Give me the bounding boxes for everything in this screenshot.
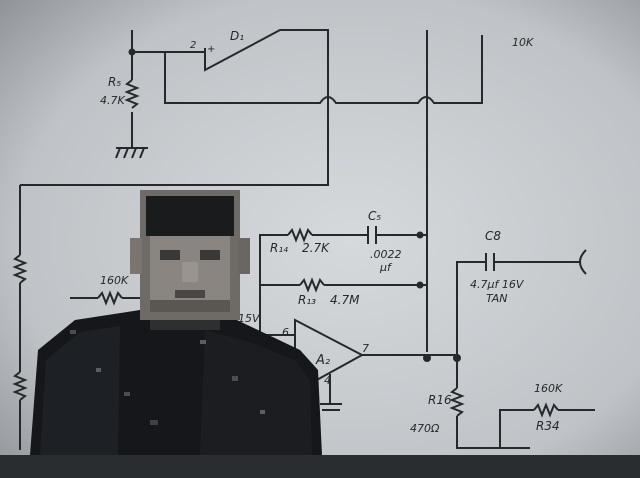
label-160k-left: 160K <box>100 274 129 287</box>
label-r14-value: 2.7K <box>302 241 330 255</box>
label-pin7: 7 <box>362 342 369 355</box>
label-r16: R16 <box>428 393 452 407</box>
label-pin6: 6 <box>282 326 289 339</box>
label-pin2: 2 <box>190 40 196 51</box>
label-r5: R₅ <box>108 75 121 89</box>
label-c5: C₅ <box>368 209 381 223</box>
label-c8-value: 4.7μf 16V <box>470 278 525 291</box>
desk-edge <box>0 455 640 478</box>
label-c8: C8 <box>485 229 501 243</box>
label-160k-right: 160K <box>534 382 563 395</box>
pixelated-person <box>30 190 322 455</box>
label-tan: TAN <box>486 292 507 305</box>
label-d1: D₁ <box>230 29 244 43</box>
label-r34: R34 <box>536 419 560 433</box>
label-15v: 15V <box>238 312 261 325</box>
label-c5-unit: μf <box>379 261 393 274</box>
label-10k: 10K <box>512 36 534 49</box>
label-pin4: 4 <box>324 374 331 387</box>
label-r16-value: 470Ω <box>410 422 440 435</box>
label-r13: R₁₃ <box>298 293 316 307</box>
schematic-wires <box>12 29 595 450</box>
schematic-labels: D₁ 2 + R₅ 4.7K 10K C₅ R₁₄ 2.7K .0022 μf … <box>100 29 563 435</box>
label-c5-value: .0022 <box>370 248 402 261</box>
label-r5-value: 4.7K <box>100 94 125 107</box>
label-a2: A₂ <box>315 353 330 368</box>
label-r13-value: 4.7M <box>330 293 360 307</box>
label-r14: R₁₄ <box>270 241 288 255</box>
label-plus: + <box>207 44 215 55</box>
